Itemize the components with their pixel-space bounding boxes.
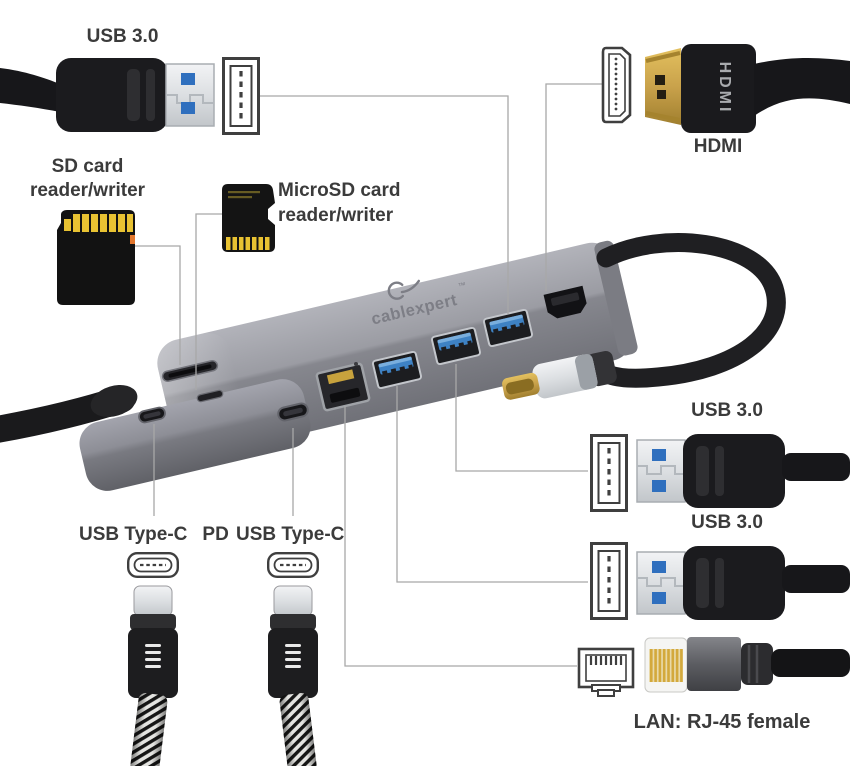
hdmi-plug: HDMI [645,44,850,133]
sd-card-image [57,210,135,305]
rj45-port-icon [577,647,635,697]
label-lan-rj45: LAN: RJ-45 female [633,711,811,733]
hub-microsd-slot [196,389,224,403]
label-hdmi: HDMI [693,136,743,157]
usb-a-plug-right-2 [636,545,850,621]
hdmi-port-icon [601,46,632,124]
hub-host-cable [502,233,786,400]
hub-flange [79,379,311,491]
usb-a-port-icon-right-2 [589,541,629,621]
host-usbc-connector [502,351,617,400]
usb-c-port-icon [267,552,319,578]
line-microsd-to-slot [195,213,222,390]
hdmi-plug-text: HDMI [716,62,733,115]
hub-sd-slot [161,359,219,383]
label-microsd-line2: reader/writer [278,205,394,226]
hub-logo-tm: ™ [457,280,467,291]
line-usb3-top-to-port [260,95,509,314]
label-microsd-line1: MicroSD card [278,180,401,201]
microsd-card-image [222,184,275,252]
hub-left-cable [0,385,138,443]
usb-c-cable-pd [128,585,178,766]
label-usb-type-c-pd: USB Type-C PD [79,524,229,546]
line-sd-to-slot [133,245,181,365]
usb-a-port-icon-right-1 [589,433,629,513]
line-hdmi-to-port [545,83,603,291]
usb-a-port-icon-top [221,56,261,136]
hub-hdmi-port [543,285,587,319]
usb-c-port-icon-pd [126,552,180,578]
label-usb3-right-2: USB 3.0 [691,512,763,533]
label-usb-type-c: USB Type-C [236,524,345,545]
usb-c-cable [268,585,318,766]
usb-a-plug-top [0,58,215,132]
hub-rj45-port [315,362,371,412]
label-usb-type-c-pd-main: USB Type-C [79,524,188,545]
label-sd-card-line2: reader/writer [29,180,146,201]
label-usb3-right-1: USB 3.0 [691,400,763,421]
usb-a-plug-right-1 [636,433,850,509]
rj45-plug [644,637,850,693]
callout-lines [133,83,603,667]
label-pd: PD [202,524,229,545]
label-usb3-top: USB 3.0 [86,26,159,47]
label-sd-card: SD card reader/writer [15,155,160,203]
hub-led-dot [354,362,358,366]
line-usb3-right-2 [396,386,588,583]
line-lan [344,406,577,667]
label-sd-card-line1: SD card [51,156,124,177]
label-microsd-card: MicroSD card reader/writer [278,178,400,228]
line-usb3-right-1 [455,364,588,472]
